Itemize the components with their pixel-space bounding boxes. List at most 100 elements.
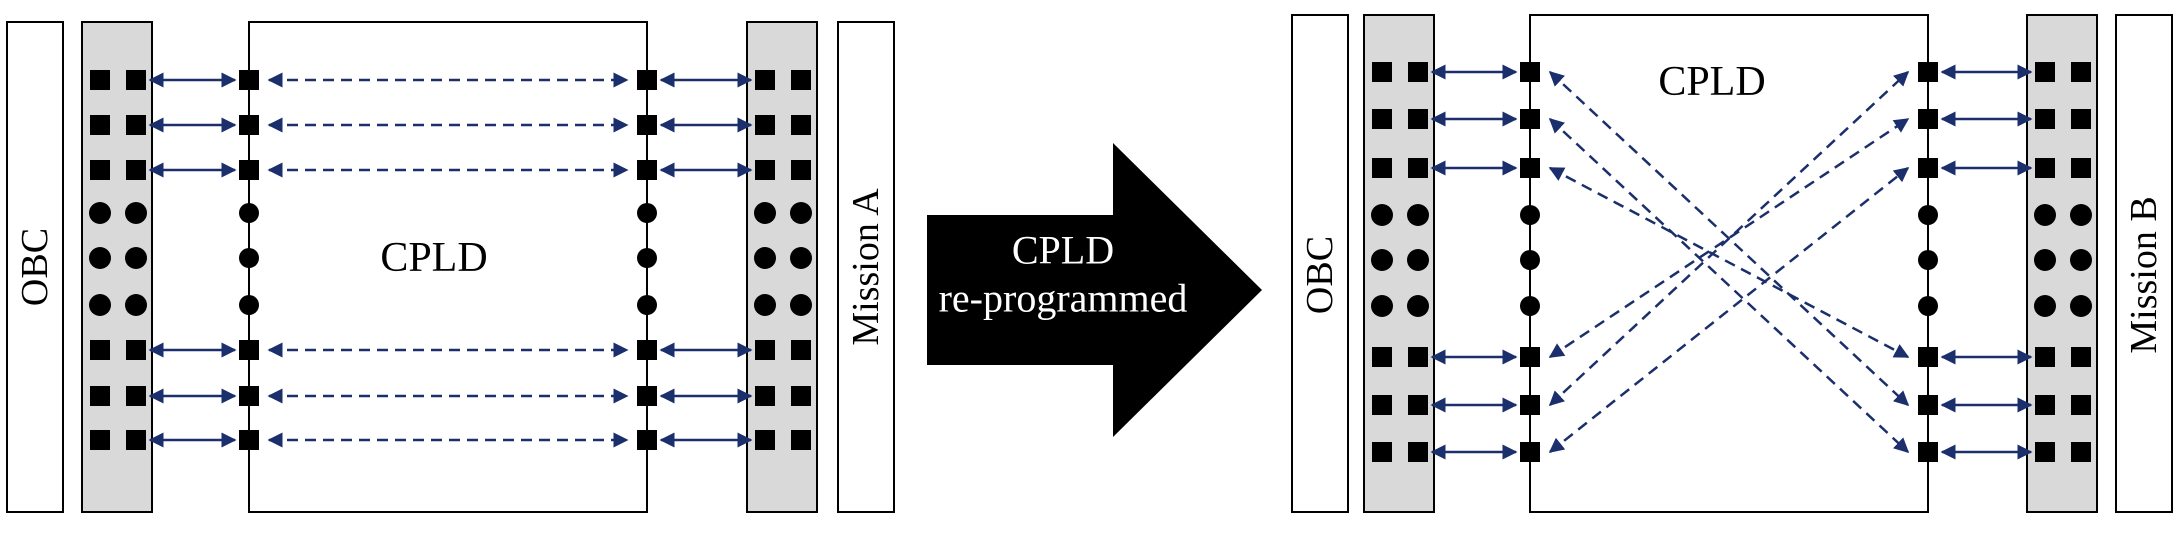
right-obc-dot-pin [1371,249,1393,271]
right-cpld-in-square-pin [1520,347,1540,367]
right-obc-label: OBC [1299,236,1341,314]
left-obc-dot-pin [89,202,111,224]
right-mission-square-pin [2035,109,2055,129]
left-mission-square-pin [791,160,811,180]
right-cpld-label: CPLD [1658,59,1765,105]
left-mission-dot-pin [754,294,776,316]
left-cpld-out-square-pin [637,115,657,135]
left-cpld-out-square-pin [637,160,657,180]
right-cpld-in-square-pin [1520,395,1540,415]
right-mission-square-pin [2071,158,2091,178]
right-mission-dot-pin [2034,295,2056,317]
right-signal-arrows [1430,64,2033,460]
left-panel: OBC CPLD Mission A [6,21,895,513]
right-cpld-in-dot-pin [1520,296,1540,316]
right-cpld-out-dot-pin [1918,296,1938,316]
left-cpld-input-pins [239,70,259,450]
left-mission-box [837,21,895,513]
left-obc-square-pin [90,340,110,360]
reprogram-label-line2: re-programmed [939,276,1188,321]
right-mission-square-pin [2035,442,2055,462]
right-cpld-out-square-pin [1918,62,1938,82]
left-cpld-out-square-pin [637,340,657,360]
left-obc-dot-pin [89,294,111,316]
left-mission-dot-pin [790,247,812,269]
left-obc-box [6,21,64,513]
left-signal-arrows [148,72,753,448]
left-cpld-out-square-pin [637,430,657,450]
right-mission-square-pin [2071,395,2091,415]
left-mission-square-pin [791,340,811,360]
left-cpld-out-dot-pin [637,295,657,315]
right-obc-square-pin [1408,62,1428,82]
right-mission-dot-pin [2034,204,2056,226]
left-obc-dot-pin [125,247,147,269]
left-obc-pins [89,70,147,450]
right-mission-dot-pin [2034,249,2056,271]
transition-arrow: CPLD re-programmed [927,143,1262,437]
right-obc-dot-pin [1407,249,1429,271]
left-obc-dot-pin [125,294,147,316]
right-obc-dot-pin [1407,204,1429,226]
right-obc-square-pin [1372,62,1392,82]
left-obc-square-pin [90,115,110,135]
left-mission-square-pin [755,340,775,360]
left-mission-square-pin [755,115,775,135]
left-mission-square-pin [755,160,775,180]
left-obc-dot-pin [125,202,147,224]
right-obc-square-pin [1408,158,1428,178]
right-obc-dot-pin [1371,204,1393,226]
left-mission-square-pin [791,115,811,135]
left-cpld-in-square-pin [239,70,259,90]
left-obc-square-pin [126,160,146,180]
left-cpld-in-square-pin [239,386,259,406]
left-cpld-out-dot-pin [637,248,657,268]
left-obc-square-pin [126,70,146,90]
left-mission-square-pin [791,430,811,450]
left-cpld-in-dot-pin [239,203,259,223]
right-obc-square-pin [1372,395,1392,415]
right-mission-pins [2034,62,2092,462]
right-obc-square-pin [1372,109,1392,129]
left-cpld-out-square-pin [637,386,657,406]
left-mission-square-pin [791,386,811,406]
left-obc-dot-pin [89,247,111,269]
right-mission-square-pin [2035,347,2055,367]
right-obc-square-pin [1408,347,1428,367]
left-mission-dot-pin [790,202,812,224]
left-cpld-in-dot-pin [239,295,259,315]
left-mission-label: Mission A [845,188,887,346]
right-obc-square-pin [1408,442,1428,462]
left-obc-square-pin [90,386,110,406]
right-cpld-input-pins [1520,62,1540,462]
left-obc-square-pin [90,430,110,450]
right-cpld-in-square-pin [1520,109,1540,129]
left-mission-dot-pin [754,247,776,269]
right-cpld-out-dot-pin [1918,205,1938,225]
right-obc-dot-pin [1371,295,1393,317]
right-cpld-in-square-pin [1520,158,1540,178]
right-mission-dot-pin [2070,204,2092,226]
right-mission-square-pin [2071,347,2091,367]
right-obc-square-pin [1372,442,1392,462]
right-panel: OBC CPLD Mission B [1291,14,2173,513]
right-cpld-out-square-pin [1918,347,1938,367]
right-mission-square-pin [2035,62,2055,82]
right-internal-route-arrow [1548,167,1910,453]
right-cpld-out-square-pin [1918,395,1938,415]
left-cpld-box [248,21,648,513]
left-obc-square-pin [90,160,110,180]
left-cpld-in-square-pin [239,340,259,360]
left-obc-square-pin [126,340,146,360]
right-mission-square-pin [2071,109,2091,129]
right-cpld-out-square-pin [1918,109,1938,129]
left-cpld-in-square-pin [239,160,259,180]
right-mission-dot-pin [2070,249,2092,271]
left-mission-square-pin [791,70,811,90]
right-mission-label: Mission B [2123,196,2165,353]
right-obc-dot-pin [1407,295,1429,317]
left-cpld-in-square-pin [239,115,259,135]
left-mission-square-pin [755,430,775,450]
right-mission-square-pin [2071,442,2091,462]
right-cpld-output-pins [1918,62,1938,462]
